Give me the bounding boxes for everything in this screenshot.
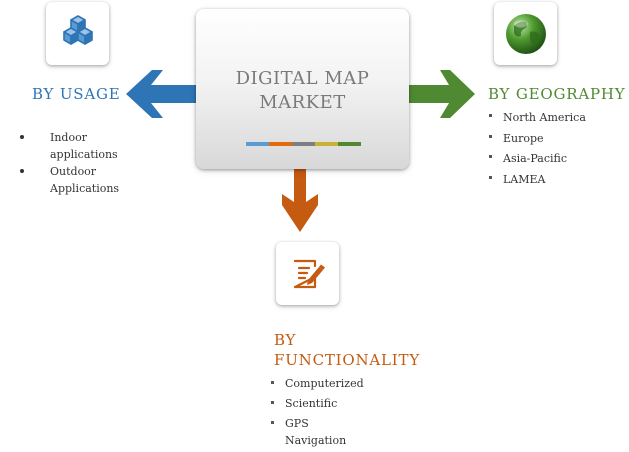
document-edit-icon bbox=[293, 259, 325, 289]
color-bar-segment bbox=[269, 142, 292, 146]
list-item: Indoor applications bbox=[20, 129, 140, 163]
list-item: Outdoor Applications bbox=[20, 163, 140, 197]
list-item: North America bbox=[489, 108, 623, 129]
geography-heading: BY GEOGRAPHY bbox=[488, 85, 626, 103]
list-item: LAMEA bbox=[489, 170, 623, 191]
center-title-line1: DIGITAL MAP bbox=[235, 68, 370, 89]
list-item: Europe bbox=[489, 129, 623, 150]
functionality-heading: BY FUNCTIONALITY bbox=[274, 330, 420, 370]
geography-list: North America Europe Asia-Pacific LAMEA bbox=[489, 108, 623, 191]
functionality-list: Computerized Scientific GPS Navigation bbox=[271, 375, 365, 449]
list-item: GPS Navigation bbox=[271, 415, 365, 449]
center-title-line2: MARKET bbox=[259, 92, 346, 113]
usage-icon-tile bbox=[46, 2, 109, 65]
cubes-icon bbox=[63, 15, 93, 45]
center-card: DIGITAL MAP MARKET bbox=[196, 9, 409, 169]
list-item: Scientific bbox=[271, 395, 365, 412]
center-title: DIGITAL MAP MARKET bbox=[196, 67, 409, 115]
color-bar-segment bbox=[246, 142, 269, 146]
geography-icon-tile bbox=[494, 2, 557, 65]
functionality-icon-tile bbox=[276, 242, 339, 305]
usage-heading: BY USAGE bbox=[32, 85, 121, 103]
geography-arrow bbox=[409, 70, 475, 118]
color-bar-segment bbox=[292, 142, 315, 146]
functionality-heading-line1: BY bbox=[274, 331, 297, 349]
usage-arrow bbox=[126, 70, 196, 118]
list-item: Asia-Pacific bbox=[489, 149, 623, 170]
usage-list: Indoor applications Outdoor Applications bbox=[20, 129, 140, 197]
color-bar-segment bbox=[315, 142, 338, 146]
globe-icon bbox=[506, 14, 546, 54]
functionality-arrow bbox=[282, 169, 318, 232]
color-bar-segment bbox=[338, 142, 361, 146]
functionality-heading-line2: FUNCTIONALITY bbox=[274, 351, 421, 369]
color-bar bbox=[246, 142, 361, 146]
list-item: Computerized bbox=[271, 377, 364, 390]
